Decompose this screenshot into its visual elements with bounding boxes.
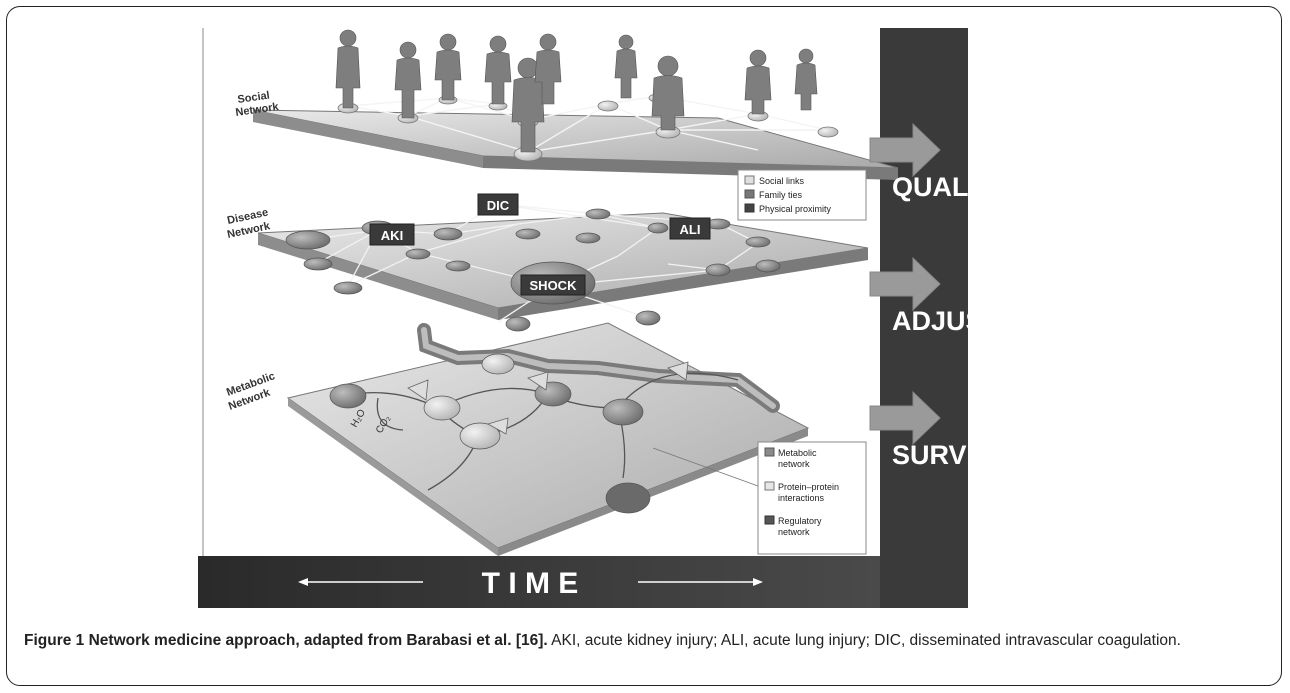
legend-ppi-2: interactions	[778, 493, 825, 503]
caption-title: Figure 1 Network medicine approach, adap…	[24, 632, 548, 649]
node-dic: DIC	[487, 198, 510, 213]
legend-physical-proximity: Physical proximity	[759, 204, 832, 214]
arrow-survival-icon	[869, 390, 941, 446]
legend-metabolic-1: Metabolic	[778, 448, 817, 458]
metabolic-network-layer: H₂O CO₂ Metabolic Network Metabolic netw…	[225, 322, 867, 556]
outcome-quality: QUALITY	[892, 172, 968, 202]
time-label: T I M E	[482, 567, 579, 600]
network-medicine-figure: Social Network Social links Family ties …	[198, 28, 1038, 608]
node-shock: SHOCK	[530, 278, 578, 293]
node-ali: ALI	[680, 222, 701, 237]
legend-ppi-1: Protein–protein	[778, 482, 839, 492]
outcome-survival: SURVIVAL	[892, 440, 968, 470]
arrow-quality-icon	[869, 122, 941, 178]
social-label-line1: Social	[237, 90, 271, 106]
legend-regulatory-1: Regulatory	[778, 516, 822, 526]
outcome-adjusted: ADJUSTED	[892, 306, 968, 336]
time-arrow-left-icon	[298, 578, 308, 586]
figure-caption: Figure 1 Network medicine approach, adap…	[24, 630, 1264, 651]
social-legend: Social links Family ties Physical proxim…	[737, 169, 867, 221]
disease-network-layer: DIC AKI ALI SHOCK Disease Network	[226, 193, 869, 332]
legend-social-links: Social links	[759, 176, 805, 186]
caption-text: AKI, acute kidney injury; ALI, acute lun…	[547, 632, 1181, 649]
figure-svg: Social Network Social links Family ties …	[198, 28, 1038, 608]
node-aki: AKI	[381, 228, 403, 243]
arrow-adjusted-icon	[869, 256, 941, 312]
outcome-panel	[880, 28, 968, 608]
legend-metabolic-2: network	[778, 459, 810, 469]
figure-frame	[6, 6, 1282, 686]
legend-regulatory-2: network	[778, 527, 810, 537]
time-arrow-right-icon	[753, 578, 763, 586]
legend-family-ties: Family ties	[759, 190, 803, 200]
metabolic-legend: Metabolic network Protein–protein intera…	[652, 441, 867, 555]
time-bar: T I M E	[198, 556, 880, 608]
social-network-layer: Social Network Social links Family ties …	[235, 29, 899, 221]
